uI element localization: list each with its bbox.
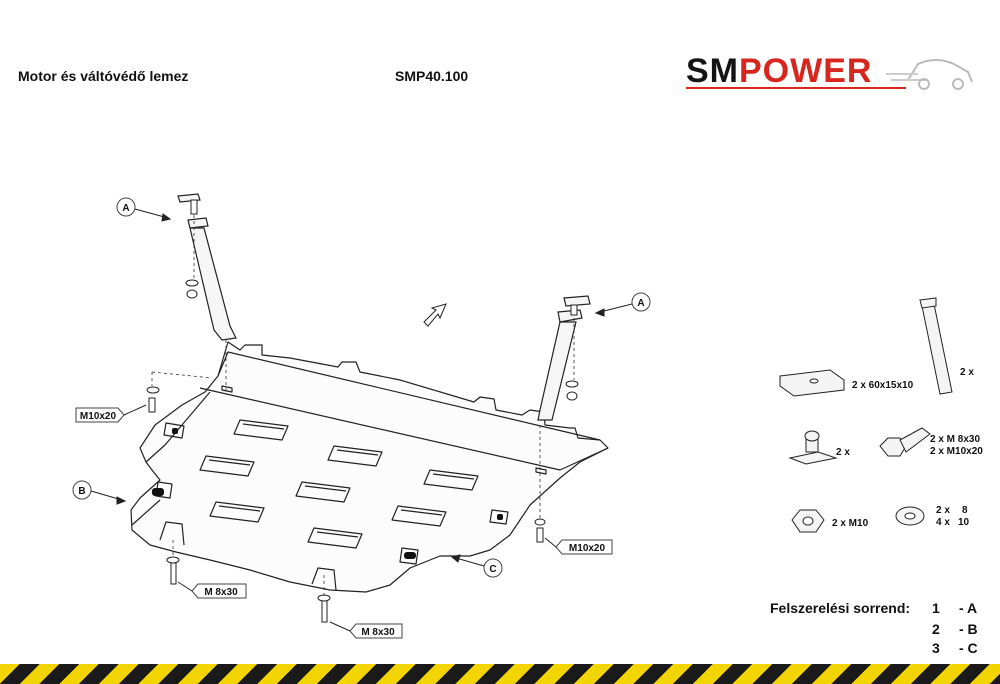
callout-c: C [489, 564, 496, 575]
clip-nut-icon [788, 451, 838, 465]
long-bracket-icon [921, 303, 953, 395]
sequence-number: 3 [932, 640, 940, 656]
label-m10x20-left: M10x20 [80, 411, 117, 422]
diagram-title: Motor és váltóvédő lemez [18, 68, 189, 84]
part-washer-qty2: 4 x [936, 517, 950, 528]
skid-plate [130, 341, 609, 593]
sequence-letter: - A [959, 600, 978, 616]
label-m8x30-left: M 8x30 [204, 587, 238, 598]
product-code: SMP40.100 [395, 68, 469, 84]
part-clip-qty: 2 x [836, 447, 850, 458]
label-m10x20-right: M10x20 [569, 543, 606, 554]
part-washer-size2: 10 [958, 517, 970, 528]
sequence-number: 1 [932, 600, 940, 616]
install-sequence-title: Felszerelési sorrend: [770, 600, 911, 616]
part-nut-qty: 2 x M10 [832, 518, 869, 529]
sequence-letter: - B [959, 621, 978, 637]
bracket-left [189, 227, 237, 341]
logo-text-sm: SM [686, 52, 739, 90]
hazard-stripe-bar [0, 664, 1000, 684]
part-bracket-qty: 2 x [960, 367, 974, 378]
part-bolt-line2: 2 x M10x20 [930, 446, 983, 457]
direction-arrow-icon [423, 303, 447, 327]
callout-a-right: A [637, 298, 644, 309]
car-silhouette-icon [686, 59, 973, 90]
part-bolt-line1: 2 x M 8x30 [930, 434, 980, 445]
part-washer-qty1: 2 x [936, 505, 950, 516]
callout-b: B [78, 486, 85, 497]
bracket-right [537, 321, 577, 421]
callout-a-left: A [122, 203, 129, 214]
sequence-letter: - C [959, 640, 978, 656]
sequence-number: 2 [932, 621, 940, 637]
part-washer-size1: 8 [962, 505, 968, 516]
smpower-logo: SMPOWER [686, 50, 976, 94]
label-m8x30-bottom: M 8x30 [361, 627, 395, 638]
logo-text-power: POWER [739, 52, 873, 90]
part-plate-qty: 2 x 60x15x10 [852, 380, 914, 391]
